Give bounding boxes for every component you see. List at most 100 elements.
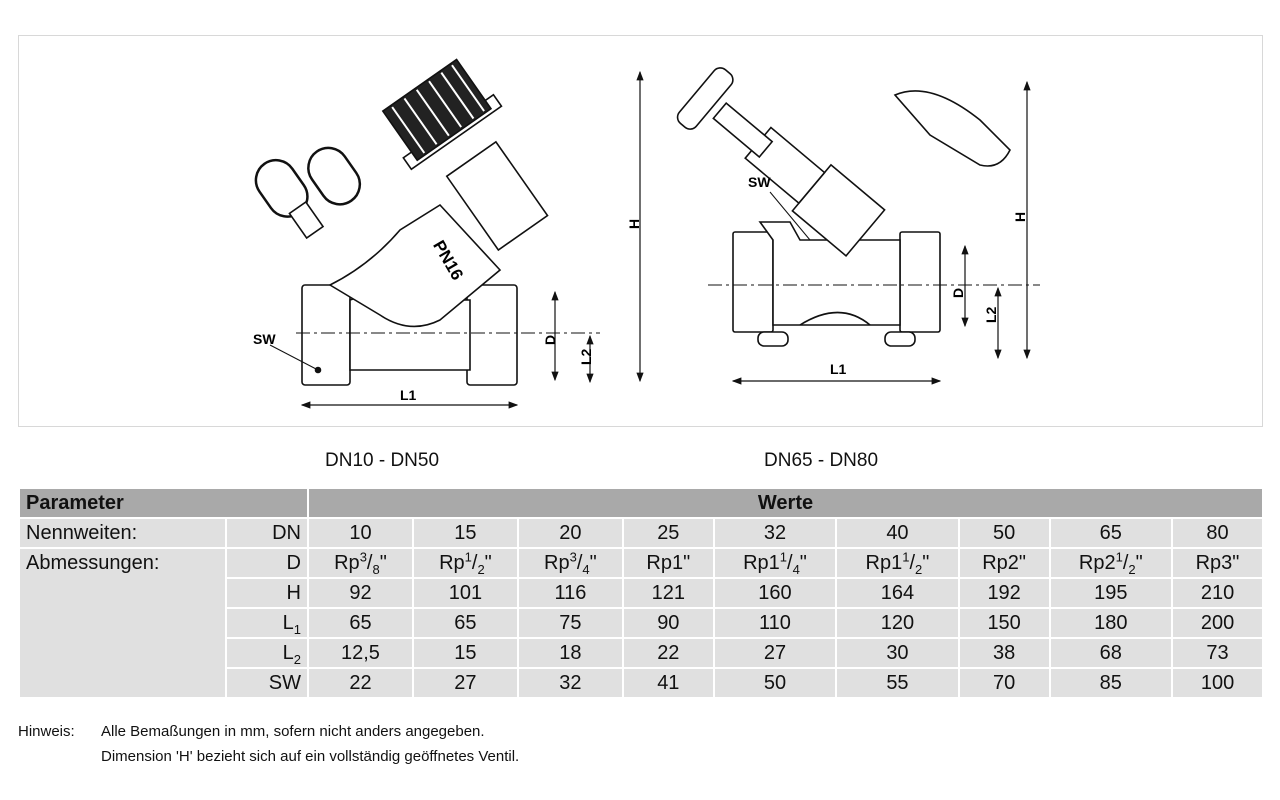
cell-part: 4 <box>792 562 800 577</box>
table-cell: Rp21/2" <box>1048 547 1174 579</box>
note-line-1: Alle Bemaßungen in mm, sofern nicht ande… <box>101 723 485 740</box>
drawing-panel <box>18 35 1263 427</box>
cell-part: Rp <box>334 552 360 574</box>
cell-part: / <box>787 552 793 574</box>
cell-part: " <box>799 552 807 574</box>
table-cell: Rp2" <box>957 547 1051 579</box>
table-cell: 27 <box>411 667 519 699</box>
table-cell: 30 <box>835 637 960 669</box>
cell-part: " <box>922 552 930 574</box>
l1-label-right: L1 <box>830 361 847 377</box>
l2-label-right: L2 <box>983 306 999 323</box>
table-cell: 75 <box>516 607 624 639</box>
row-key-text: DN <box>272 522 301 544</box>
row-key: DN <box>225 517 309 549</box>
cell-part: Rp1 <box>865 552 903 574</box>
table-cell: Rp3/8" <box>307 547 414 579</box>
table-cell: 90 <box>621 607 715 639</box>
cell-part: 4 <box>582 562 590 577</box>
cell-part: Rp1" <box>646 552 691 574</box>
table-cell: 12,5 <box>307 637 414 669</box>
cell-part: Rp <box>544 552 570 574</box>
table-cell: 32 <box>516 667 624 699</box>
cell-part: " <box>589 552 597 574</box>
cell-part: Rp1 <box>743 552 780 574</box>
table-cell: 120 <box>835 607 960 639</box>
cell-part: / <box>1122 552 1129 574</box>
row-key: SW <box>225 667 309 699</box>
header-parameter: Parameter <box>18 487 309 519</box>
table-cell: 15 <box>411 637 519 669</box>
table-cell: 65 <box>1048 517 1174 549</box>
cell-part: / <box>366 552 373 574</box>
table-cell: 55 <box>835 667 960 699</box>
cell-part: 8 <box>372 562 380 577</box>
table-cell: Rp3" <box>1171 547 1264 579</box>
table-cell: Rp11/2" <box>835 547 960 579</box>
valve-drawing-small <box>254 58 644 409</box>
table-cell: 10 <box>307 517 414 549</box>
cell-part: Rp2 <box>1078 552 1116 574</box>
table-cell: 20 <box>516 517 624 549</box>
table-cell: 101 <box>411 577 519 609</box>
table-cell: 15 <box>411 517 519 549</box>
valve-drawing-large <box>676 67 1040 385</box>
table-cell: 68 <box>1048 637 1174 669</box>
row-key-text: D <box>286 552 301 574</box>
cell-part: 1 <box>464 549 472 565</box>
row-group: Abmessungen: <box>18 547 227 699</box>
row-key-text: L <box>282 642 294 664</box>
sw-label: SW <box>253 331 276 347</box>
row-key-text: L <box>282 612 294 634</box>
table-cell: 116 <box>516 577 624 609</box>
table-cell: 195 <box>1048 577 1174 609</box>
table-cell: 22 <box>621 637 715 669</box>
cell-part: / <box>909 552 916 574</box>
table-cell: 25 <box>621 517 715 549</box>
cell-part: / <box>471 552 478 574</box>
table-cell: 164 <box>835 577 960 609</box>
table-cell: Rp1" <box>621 547 715 579</box>
cell-part: 1 <box>779 549 787 565</box>
cell-part: Rp2" <box>982 552 1027 574</box>
table-cell: 27 <box>712 637 838 669</box>
cell-part: Rp <box>439 552 465 574</box>
row-group: Nennweiten: <box>18 517 227 549</box>
row-key-text: H <box>286 582 301 604</box>
cell-part: " <box>1135 552 1143 574</box>
table-cell: 65 <box>411 607 519 639</box>
cell-part: 2 <box>915 562 923 577</box>
table-cell: 70 <box>957 667 1051 699</box>
cell-part: 1 <box>1115 549 1123 565</box>
row-key-subscript: 2 <box>293 652 301 667</box>
sw-label-right: SW <box>748 174 771 190</box>
table-cell: 40 <box>835 517 960 549</box>
cell-part: 2 <box>1128 562 1136 577</box>
table-cell: Rp11/4" <box>712 547 838 579</box>
note-label: Hinweis: <box>18 723 75 740</box>
d-label: D <box>542 335 558 345</box>
caption-left: DN10 - DN50 <box>325 450 440 471</box>
caption-right: DN65 - DN80 <box>764 450 879 471</box>
table-cell: 192 <box>957 577 1051 609</box>
cell-part: " <box>379 552 387 574</box>
cell-part: 3 <box>569 549 577 565</box>
table-cell: Rp1/2" <box>411 547 519 579</box>
row-key-text: SW <box>268 672 301 694</box>
table-cell: 150 <box>957 607 1051 639</box>
cell-part: 1 <box>902 549 910 565</box>
cell-part: 2 <box>477 562 485 577</box>
row-key: D <box>225 547 309 579</box>
technical-drawings: SW PN16 L1 D L2 H SW L1 D L2 H <box>253 58 1040 409</box>
cell-part: " <box>484 552 492 574</box>
table-cell: 50 <box>712 667 838 699</box>
table-cell: Rp3/4" <box>516 547 624 579</box>
table-cell: 200 <box>1171 607 1264 639</box>
cell-part: 3 <box>359 549 367 565</box>
table-cell: 110 <box>712 607 838 639</box>
